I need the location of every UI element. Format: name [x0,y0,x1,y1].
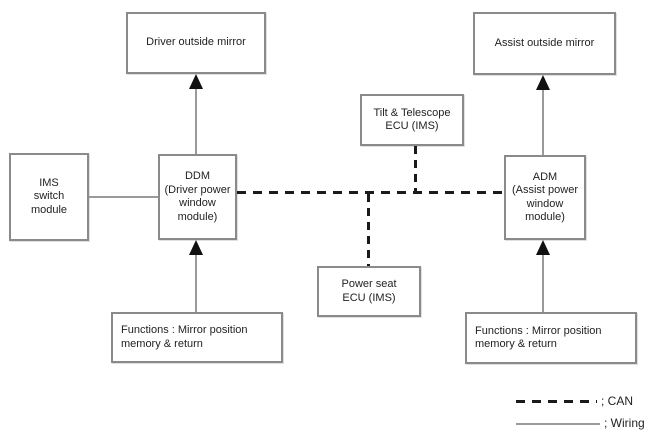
arrowhead-into-ddm [189,240,203,255]
legend-can-label: ; CAN [601,394,634,408]
node-ddm-driver-power-window-module: DDM (Driver power window module) [158,154,237,240]
can-bus-tilt-ecu-drop [414,146,417,192]
can-bus-power-seat-drop [367,194,370,266]
wiring-ims-to-ddm [89,196,158,198]
node-assist-outside-mirror: Assist outside mirror [473,12,616,75]
wiring-functions-to-ddm [195,253,197,312]
node-driver-outside-mirror: Driver outside mirror [126,12,266,74]
wiring-adm-to-assist-mirror [542,88,544,155]
legend-can-line-sample [516,400,597,403]
wiring-functions-to-adm [542,253,544,312]
wiring-ddm-to-driver-mirror [195,87,197,154]
legend-wiring-line-sample [516,423,600,425]
node-functions-assist: Functions : Mirror position memory & ret… [465,312,637,364]
node-power-seat-ecu: Power seat ECU (IMS) [317,266,421,317]
arrowhead-into-adm [536,240,550,255]
node-adm-assist-power-window-module: ADM (Assist power window module) [504,155,586,240]
legend-wiring-label: ; Wiring [604,416,645,430]
can-bus-ddm-to-adm [237,191,504,194]
arrowhead-into-assist-mirror [536,75,550,90]
node-ims-switch-module: IMS switch module [9,153,89,241]
arrowhead-into-driver-mirror [189,74,203,89]
node-functions-driver: Functions : Mirror position memory & ret… [111,312,283,363]
node-tilt-telescope-ecu: Tilt & Telescope ECU (IMS) [360,94,464,146]
